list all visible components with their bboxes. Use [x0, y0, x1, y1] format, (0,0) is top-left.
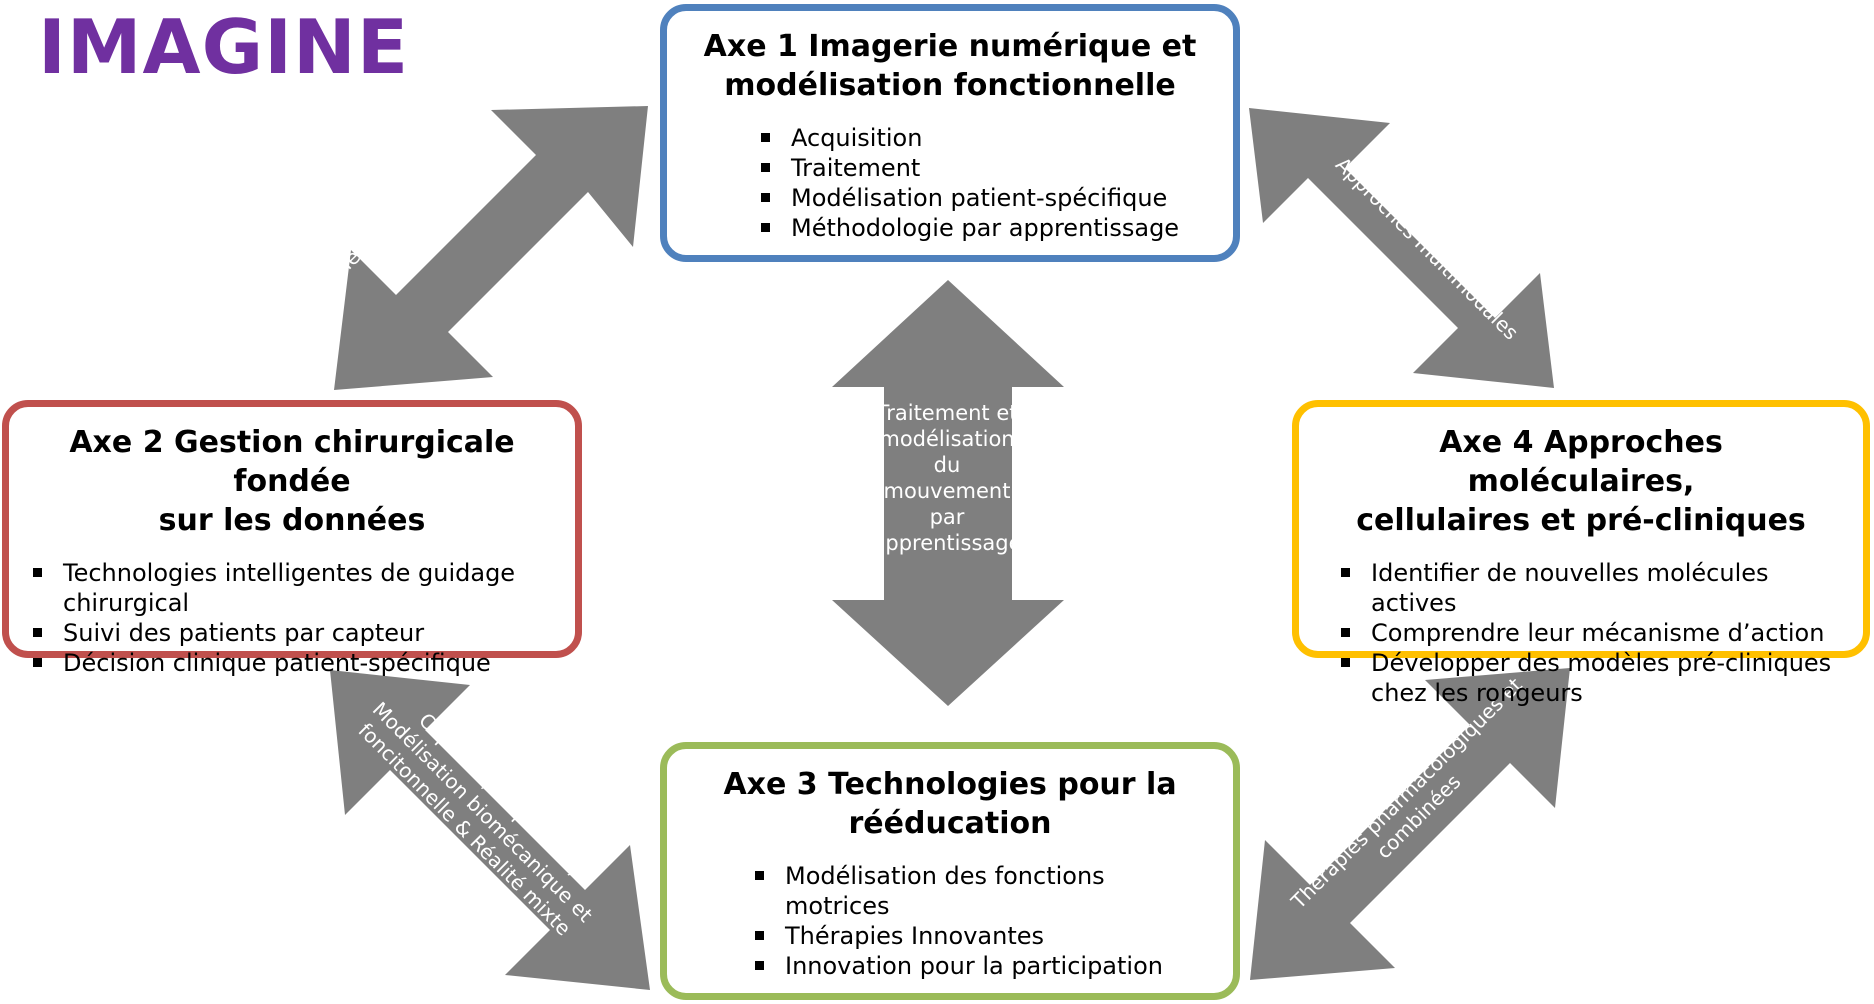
axe4-title: Axe 4 Approches moléculaires, cellulaire… — [1323, 423, 1839, 540]
axe3-box: Axe 3 Technologies pour la rééducation M… — [660, 742, 1240, 1000]
list-item: Traitement — [761, 153, 1209, 183]
axe1-box: Axe 1 Imagerie numérique et modélisation… — [660, 4, 1240, 262]
imagine-logo: IMAGINE — [38, 3, 410, 91]
list-item: Comprendre leur mécanisme d’action — [1341, 618, 1839, 648]
list-item: Décision clinique patient-spécifique — [33, 648, 551, 678]
link-label-axe1-axe3: Traitement et modélisation du mouvement … — [872, 401, 1022, 555]
arrow-axe1-axe4 — [1249, 108, 1554, 388]
list-item: Modélisation patient-spécifique — [761, 183, 1209, 213]
list-item: Thérapies Innovantes — [755, 921, 1209, 951]
axe2-title: Axe 2 Gestion chirurgicale fondée sur le… — [33, 423, 551, 540]
list-item: Méthodologie par apprentissage — [761, 213, 1209, 243]
axe1-title-line: Axe 1 Imagerie numérique et — [703, 29, 1197, 64]
axe1-list: Acquisition Traitement Modélisation pati… — [761, 123, 1209, 243]
axe2-title-line: Axe 2 Gestion chirurgicale fondée — [69, 425, 515, 499]
axe4-box: Axe 4 Approches moléculaires, cellulaire… — [1292, 400, 1870, 707]
list-item: Suivi des patients par capteur — [33, 618, 551, 648]
list-item: Identifier de nouvelles molécules active… — [1341, 558, 1839, 618]
axe1-title: Axe 1 Imagerie numérique et modélisation… — [691, 27, 1209, 105]
axe3-title-line: Axe 3 Technologies pour la — [723, 767, 1177, 802]
axe2-box: Axe 2 Gestion chirurgicale fondée sur le… — [2, 400, 582, 677]
axe2-list: Technologies intelligentes de guidage ch… — [33, 558, 551, 678]
axe4-list: Identifier de nouvelles molécules active… — [1341, 558, 1839, 708]
list-item: Développer des modèles pré-cliniques che… — [1341, 648, 1839, 708]
list-item: Acquisition — [761, 123, 1209, 153]
axe4-title-line: Axe 4 Approches moléculaires, — [1439, 425, 1723, 499]
axe3-title-line: rééducation — [848, 806, 1052, 841]
axe3-list: Modélisation des fonctions motrices Thér… — [755, 861, 1209, 981]
axe3-title: Axe 3 Technologies pour la rééducation — [691, 765, 1209, 843]
list-item: Innovation pour la participation — [755, 951, 1209, 981]
axe4-title-line: cellulaires et pré-cliniques — [1356, 503, 1806, 538]
arrow-axe1-axe3 — [832, 280, 1064, 706]
arrow-axe3-axe4 — [1250, 668, 1570, 980]
arrow-axe2-axe3 — [330, 670, 650, 990]
axe2-title-line: sur les données — [158, 503, 426, 538]
list-item: Technologies intelligentes de guidage ch… — [33, 558, 551, 618]
arrow-axe1-axe2 — [334, 106, 648, 390]
list-item: Modélisation des fonctions motrices — [755, 861, 1209, 921]
axe1-title-line: modélisation fonctionnelle — [724, 68, 1176, 103]
